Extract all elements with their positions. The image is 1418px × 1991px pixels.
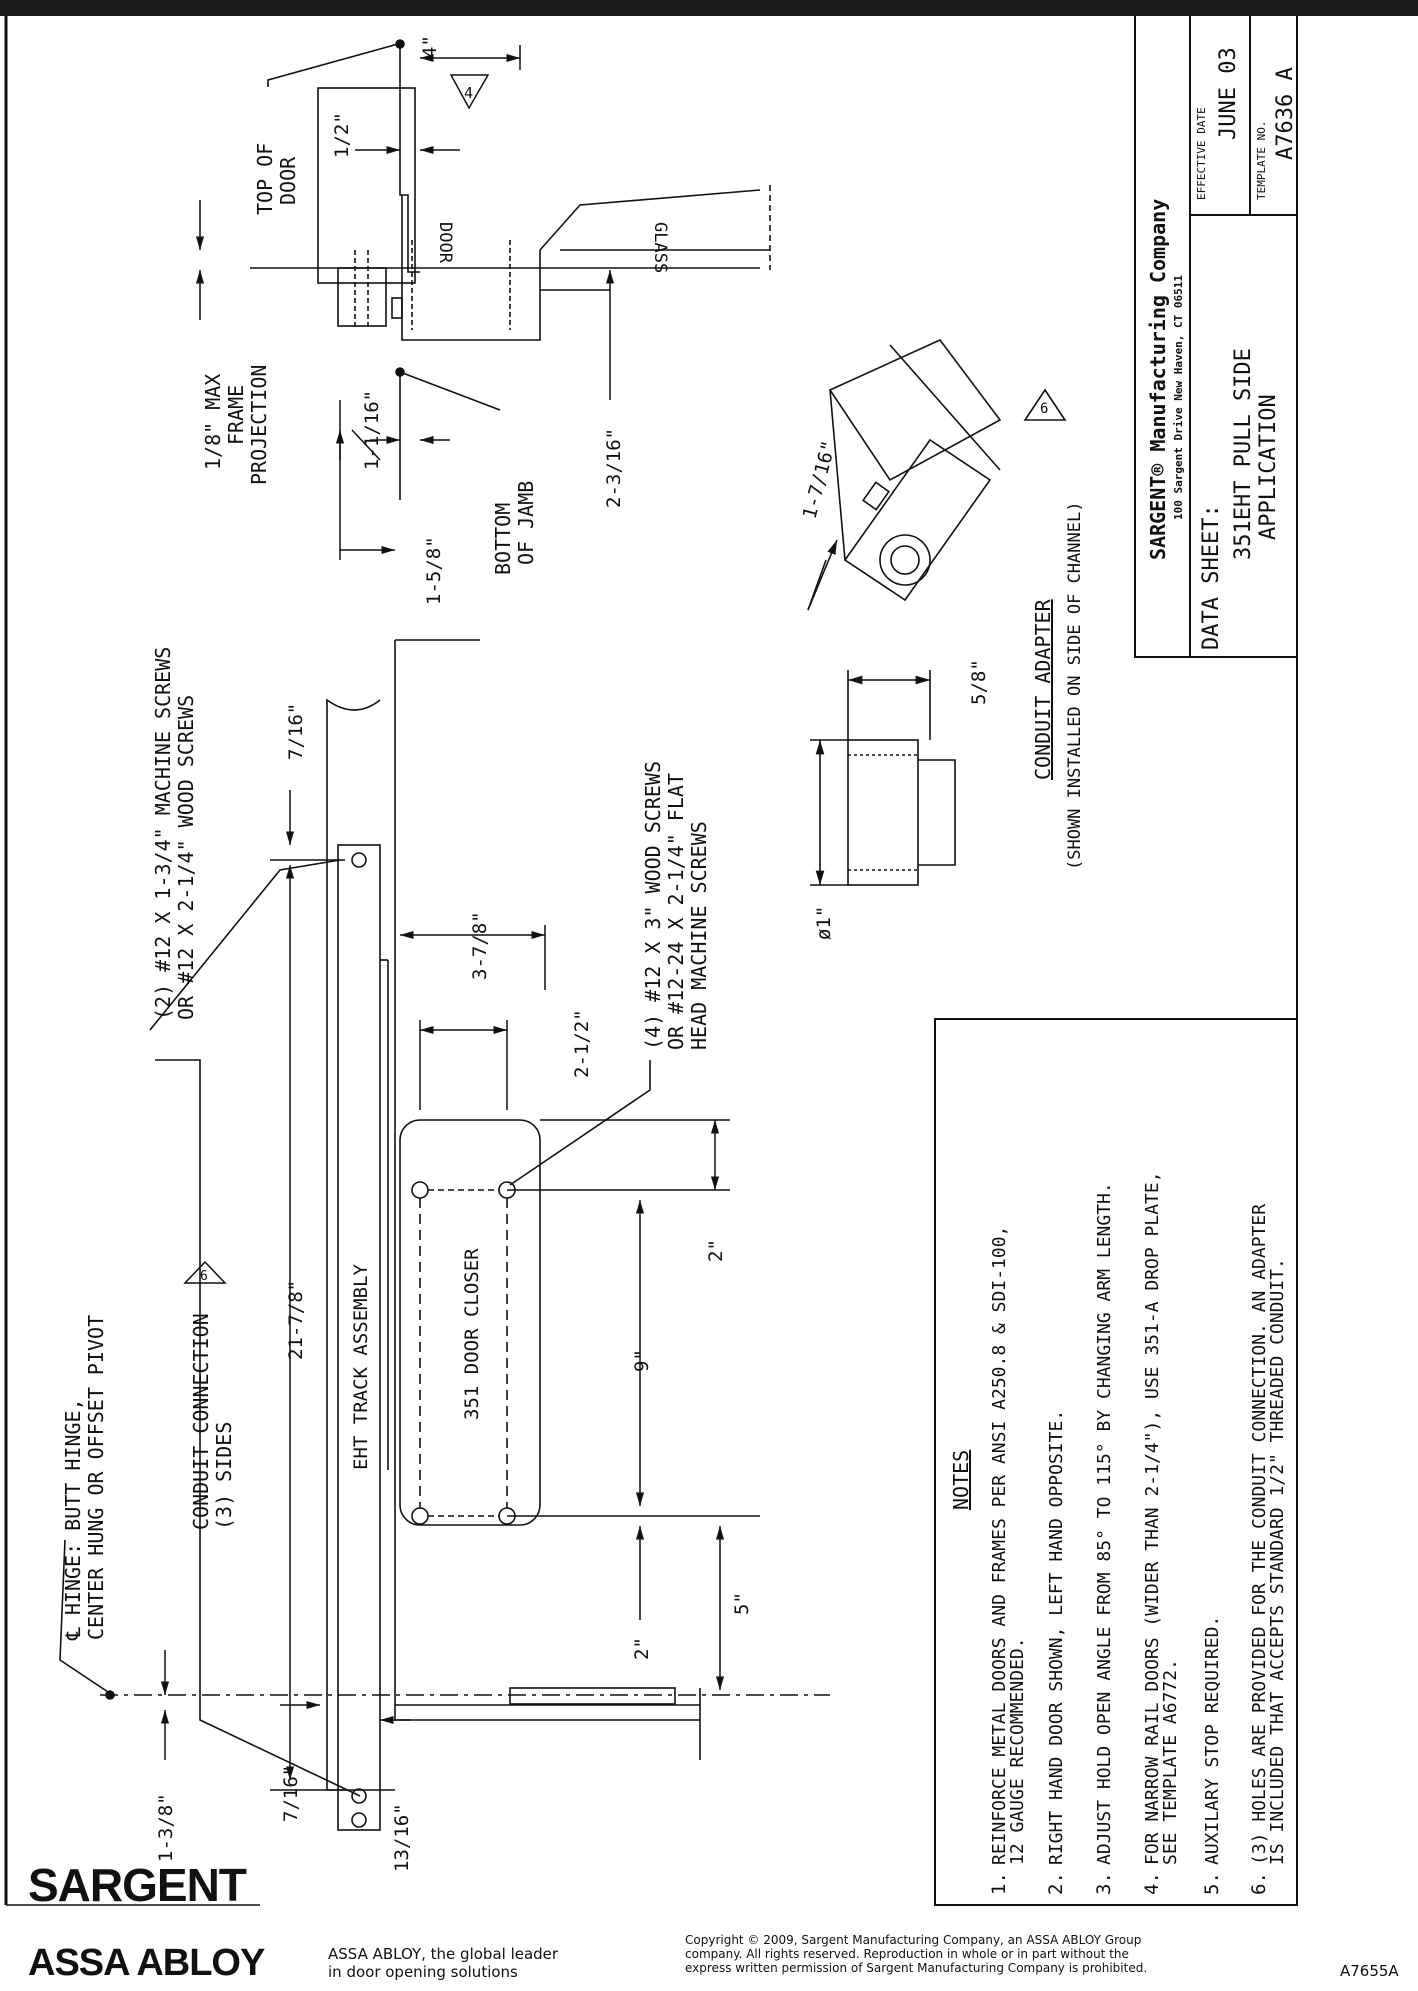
label-frame-proj-2: FRAME	[224, 385, 248, 445]
dim-5-8: 5/8"	[968, 659, 990, 705]
note-2-line-1: RIGHT HAND DOOR SHOWN, LEFT HAND OPPOSIT…	[1046, 1410, 1067, 1865]
footer-copyright-line-3: express written permission of Sargent Ma…	[685, 1961, 1148, 1975]
dim-9: 9"	[631, 1349, 653, 1372]
dim-2-3-16: 2-3/16"	[603, 428, 625, 508]
dim-21-7-8: 21-7/8"	[285, 1280, 307, 1360]
note-1-line-2: 12 GAUGE RECOMMENDED.	[1007, 1637, 1028, 1865]
main-assembly	[59, 639, 830, 1831]
sargent-logo: SARGENT	[28, 1859, 247, 1911]
note-3-line-1: ADJUST HOLD OPEN ANGLE FROM 85° TO 115° …	[1094, 1182, 1115, 1865]
note-4-line-1: FOR NARROW RAIL DOORS (WIDER THAN 2-1/4"…	[1142, 1171, 1163, 1865]
title-effective-date: JUNE 03	[1216, 47, 1241, 140]
footer-tagline-line-1: ASSA ABLOY, the global leader	[328, 1945, 559, 1963]
label-frame-proj-1: 1/8" MAX	[201, 374, 225, 470]
template-drawing: SARGENT® Manufacturing Company 100 Sarge…	[4, 16, 1298, 1906]
dim-1-7-16: 1-7/16"	[799, 438, 841, 521]
label-screws4-3: HEAD MACHINE SCREWS	[687, 821, 711, 1050]
label-screws2-1: (2) #12 X 1-3/4" MACHINE SCREWS	[151, 647, 175, 1020]
label-closer: 351 DOOR CLOSER	[461, 1248, 483, 1420]
tri6-conduit-label: 6	[200, 1269, 208, 1284]
note-4-line-2: SEE TEMPLATE A6772.	[1160, 1659, 1181, 1865]
dim-1-5-8: 1-5/8"	[423, 536, 445, 605]
note-2-num: 2.	[1045, 1872, 1067, 1895]
title-data-sheet-line1: 351EHT PULL SIDE	[1231, 348, 1256, 560]
dim-2b: 2"	[631, 1637, 653, 1660]
label-frame-proj-3: PROJECTION	[247, 365, 271, 485]
label-hinge-1: ℄ HINGE: BUTT HINGE,	[61, 1398, 85, 1641]
dim-4: 4"	[419, 35, 441, 58]
notes-heading: NOTES	[949, 1450, 973, 1510]
dim-3-7-8: 3-7/8"	[469, 911, 491, 980]
dim-5: 5"	[731, 1592, 753, 1615]
note-4-num: 4.	[1141, 1872, 1163, 1895]
tri4-label: 4	[464, 84, 473, 102]
footer-tagline: ASSA ABLOY, the global leader in door op…	[328, 1945, 558, 1981]
dim-1-1-16: 1-1/16"	[361, 390, 383, 470]
dim-1-3-8: 1-3/8"	[155, 1793, 177, 1862]
label-glass: GLASS	[650, 222, 670, 273]
conduit-adapter-side	[810, 670, 956, 886]
title-company: SARGENT® Manufacturing Company	[1146, 199, 1170, 560]
footer-tagline-line-2: in door opening solutions	[328, 1963, 518, 1981]
footer-doc-code: A7655A	[1340, 1962, 1399, 1980]
footer-copyright-line-1: Copyright © 2009, Sargent Manufacturing …	[685, 1933, 1142, 1947]
label-conduit-conn-1: CONDUIT CONNECTION	[189, 1313, 213, 1530]
note-5-line-1: AUXILARY STOP REQUIRED.	[1202, 1616, 1223, 1865]
dim-13-16: 13/16"	[391, 1803, 413, 1872]
title-data-sheet-line2: APPLICATION	[1256, 394, 1281, 540]
tri6-conduit-marker	[183, 1260, 227, 1284]
dim-7-16-bot: 7/16"	[280, 1765, 302, 1822]
dim-2-1-2: 2-1/2"	[571, 1009, 593, 1078]
notes-box	[934, 1018, 1298, 1906]
label-top-of-door-2: DOOR	[276, 156, 300, 205]
tri6-adapter-label: 6	[1040, 401, 1048, 417]
title-block	[1134, 16, 1297, 658]
door-section-detail	[250, 39, 771, 500]
assa-abloy-logo: ASSA ABLOY	[28, 1942, 265, 1984]
label-track: EHT TRACK ASSEMBLY	[350, 1264, 372, 1470]
dim-phi1: ø1"	[813, 906, 835, 940]
title-data-sheet-label: DATA SHEET:	[1199, 504, 1224, 650]
dim-1-2: 1/2"	[331, 112, 353, 158]
label-screws4-2: OR #12-24 X 2-1/4" FLAT	[664, 773, 688, 1050]
label-adapter-title: CONDUIT ADAPTER	[1031, 598, 1055, 780]
note-1-num: 1.	[988, 1872, 1010, 1895]
top-border-bar	[0, 0, 1418, 16]
label-conduit-conn-2: (3) SIDES	[212, 1422, 236, 1530]
label-door: DOOR	[435, 222, 455, 264]
note-6-line-1: (3) HOLES ARE PROVIDED FOR THE CONDUIT C…	[1249, 1204, 1270, 1865]
label-screws4-1: (4) #12 X 3" WOOD SCREWS	[641, 761, 665, 1050]
title-template-no-label: TEMPLATE NO.	[1255, 121, 1268, 200]
note-1-line-1: REINFORCE METAL DOORS AND FRAMES PER ANS…	[989, 1226, 1010, 1865]
dim-2a: 2"	[705, 1239, 727, 1262]
note-6-line-2: IS INCLUDED THAT ACCEPTS STANDARD 1/2" T…	[1267, 1258, 1288, 1865]
title-address: 100 Sargent Drive New Haven, CT 06511	[1172, 275, 1185, 520]
footer-copyright: Copyright © 2009, Sargent Manufacturing …	[685, 1933, 1147, 1975]
label-top-of-door-1: TOP OF	[253, 143, 277, 215]
title-template-no: A7636 A	[1273, 67, 1298, 160]
label-hinge-2: CENTER HUNG OR OFFSET PIVOT	[84, 1315, 108, 1640]
label-bottom-jamb-1: BOTTOM	[491, 503, 515, 575]
label-bottom-jamb-2: OF JAMB	[514, 481, 538, 565]
dim-7-16-top: 7/16"	[285, 703, 307, 760]
label-adapter-sub: (SHOWN INSTALLED ON SIDE OF CHANNEL)	[1065, 502, 1085, 870]
note-3-num: 3.	[1093, 1872, 1115, 1895]
label-screws2-2: OR #12 X 2-1/4" WOOD SCREWS	[174, 695, 198, 1020]
note-5-num: 5.	[1201, 1872, 1223, 1895]
footer-copyright-line-2: company. All rights reserved. Reproducti…	[685, 1947, 1129, 1961]
conduit-adapter-iso	[807, 339, 1067, 611]
note-6-num: 6.	[1248, 1872, 1270, 1895]
title-effective-date-label: EFFECTIVE DATE	[1195, 107, 1208, 200]
